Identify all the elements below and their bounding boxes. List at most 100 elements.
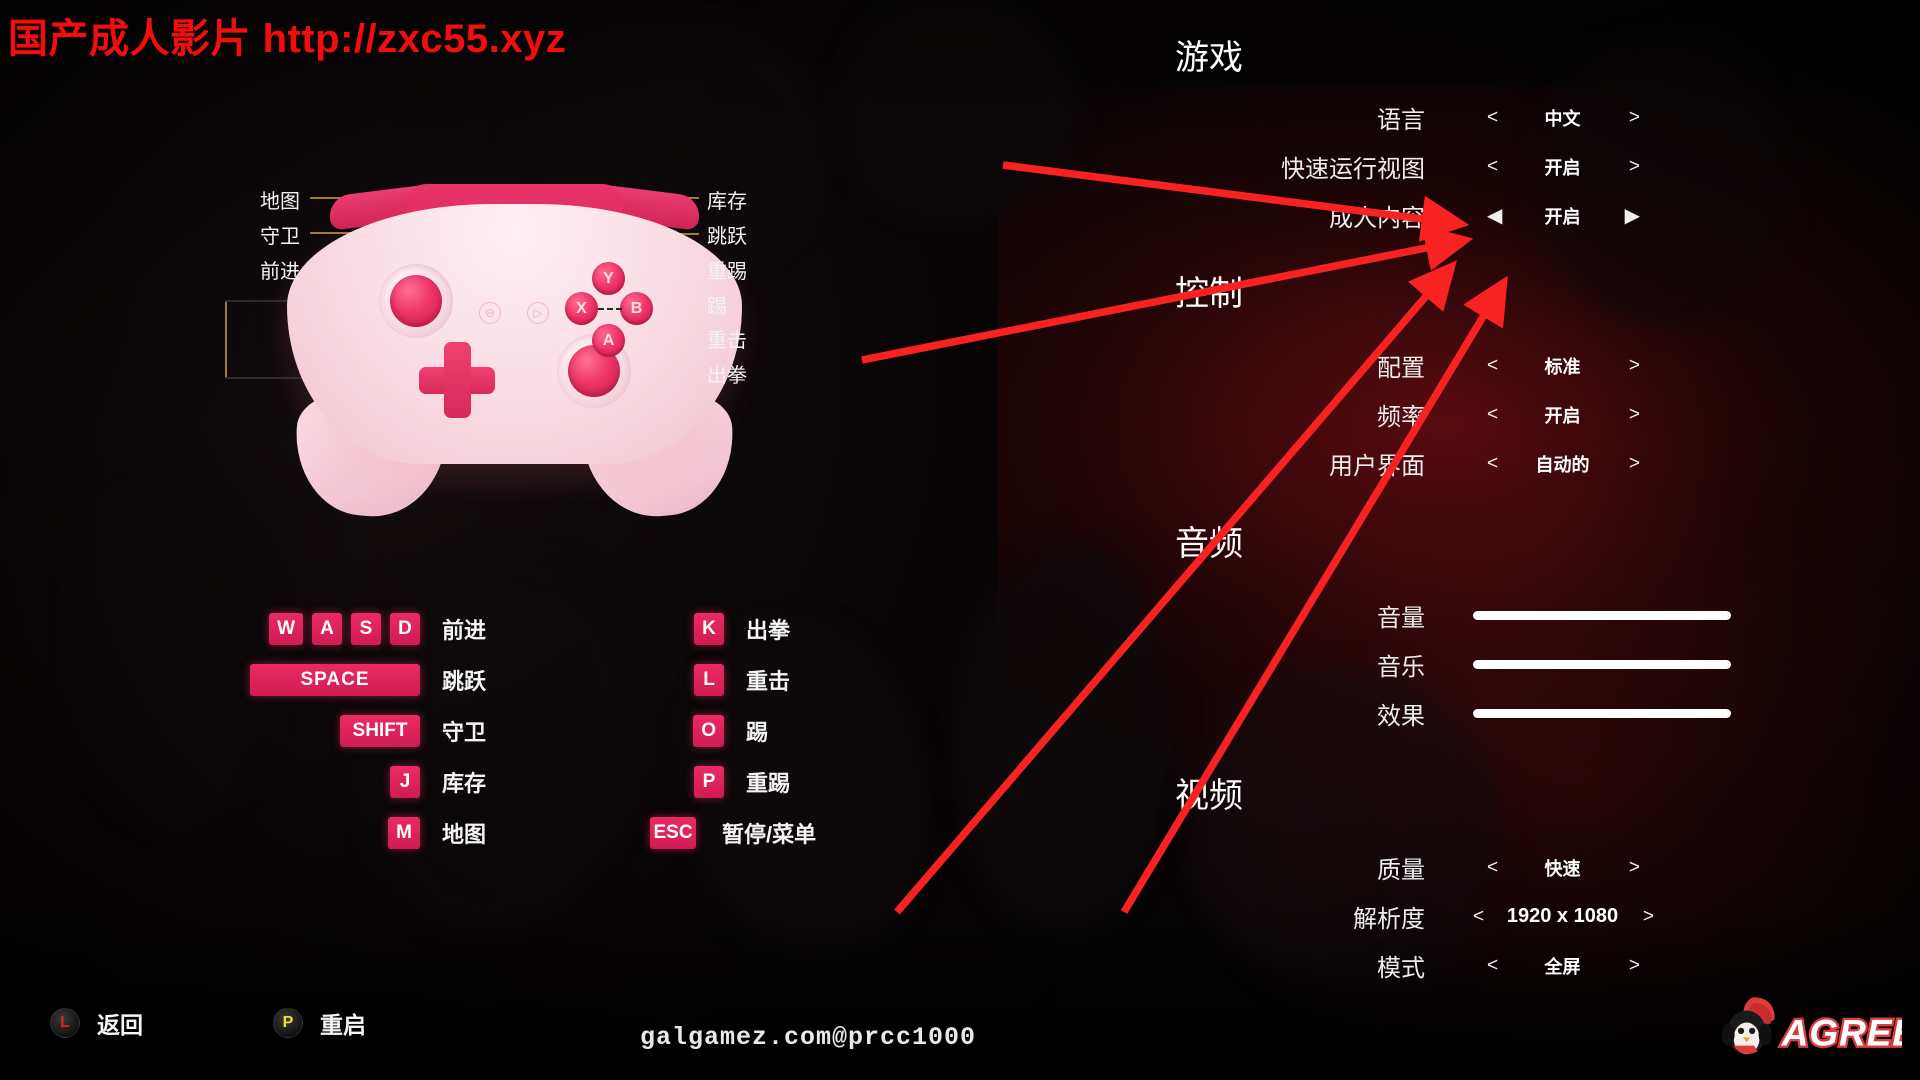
gamepad-button-a: A	[592, 324, 625, 357]
setting-row-adult-content[interactable]: 成人内容 ◀ 开启 ▶	[1150, 191, 1710, 240]
setting-label: 解析度	[1353, 906, 1425, 933]
keycap-m[interactable]: M	[388, 817, 420, 849]
keycap-l[interactable]: L	[694, 664, 724, 696]
slider-volume-track[interactable]	[1473, 611, 1731, 620]
key-group: ESC	[650, 817, 696, 849]
gamepad-button-y: Y	[592, 262, 625, 295]
setting-row-volume[interactable]: 音量	[1150, 591, 1731, 640]
keycap-s[interactable]: S	[351, 613, 381, 645]
controller-label-inventory: 库存	[707, 191, 747, 213]
key-binding-row: L 重击	[678, 659, 938, 701]
setting-stepper: < 全屏 >	[1425, 941, 1700, 990]
stepper-next-arrow[interactable]: >	[1628, 404, 1640, 425]
keycap-shift[interactable]: SHIFT	[340, 715, 420, 747]
setting-row-quality[interactable]: 质量 < 快速 >	[1150, 843, 1710, 892]
setting-slider[interactable]	[1425, 591, 1731, 640]
stepper-prev-arrow[interactable]: <	[1487, 955, 1499, 976]
stepper-next-arrow[interactable]: >	[1628, 107, 1640, 128]
setting-row-mode[interactable]: 模式 < 全屏 >	[1150, 941, 1710, 990]
setting-row-quick-run-view[interactable]: 快速运行视图 < 开启 >	[1150, 142, 1710, 191]
setting-slider[interactable]	[1425, 640, 1731, 689]
setting-label: 效果	[1377, 703, 1425, 730]
controller-label-punch: 出拳	[707, 365, 747, 387]
stepper-next-arrow[interactable]: >	[1628, 955, 1640, 976]
callout-line-forward-spine	[225, 300, 227, 378]
key-action-label: 踢	[746, 720, 769, 745]
setting-row-music[interactable]: 音乐	[1150, 640, 1731, 689]
section-title-game: 游戏	[1175, 39, 1243, 77]
controller-label-map: 地图	[260, 191, 300, 213]
key-group: M	[250, 817, 420, 849]
key-group: J	[250, 766, 420, 798]
slider-music-track[interactable]	[1473, 660, 1731, 669]
callout-line-x-to-b	[598, 308, 622, 310]
stepper-next-arrow[interactable]: >	[1628, 156, 1640, 177]
setting-value: 标准	[1544, 356, 1581, 377]
keycap-p[interactable]: P	[694, 766, 724, 798]
keycap-a[interactable]: A	[312, 613, 342, 645]
key-binding-row: SHIFT 守卫	[250, 710, 495, 752]
keycap-j[interactable]: J	[390, 766, 420, 798]
bottom-hint-bar: L 返回 P 重启	[50, 1006, 366, 1040]
stepper-next-arrow[interactable]: >	[1628, 857, 1640, 878]
key-group: O	[678, 715, 724, 747]
menu-button-icon: ▷	[527, 302, 549, 324]
stepper-prev-arrow[interactable]: <	[1473, 906, 1485, 927]
keyboard-bindings-right-column: K 出拳 L 重击 O 踢 P 重踢 ESC 暂停/菜单	[650, 608, 938, 863]
controller-diagram: ⊖ ▷ Y X B A 地图 守卫 前进 库存 跳跃 重踢 踢 重击 出拳	[215, 160, 805, 522]
setting-stepper: < 1920 x 1080 >	[1425, 892, 1700, 941]
keycap-w[interactable]: W	[269, 613, 303, 645]
hint-restart[interactable]: P 重启	[273, 1006, 366, 1040]
hint-back[interactable]: L 返回	[50, 1006, 143, 1040]
controller-label-kick: 踢	[707, 296, 727, 318]
stepper-prev-arrow[interactable]: ◀	[1487, 204, 1503, 227]
gamepad-button-x: X	[565, 292, 598, 325]
setting-value: 中文	[1544, 108, 1581, 129]
key-action-label: 库存	[442, 771, 487, 796]
keyboard-bindings-left-column: W A S D 前进 SPACE 跳跃 SHIFT 守卫 J 库存 M 地图	[250, 608, 495, 863]
stepper-prev-arrow[interactable]: <	[1487, 107, 1499, 128]
keycap-o[interactable]: O	[693, 715, 724, 747]
stepper-prev-arrow[interactable]: <	[1487, 355, 1499, 376]
stepper-prev-arrow[interactable]: <	[1487, 453, 1499, 474]
penguin-mascot-icon	[1721, 997, 1775, 1055]
setting-label: 音乐	[1377, 654, 1425, 681]
section-title-control: 控制	[1175, 275, 1243, 313]
key-binding-row: W A S D 前进	[250, 608, 495, 650]
gamepad-body	[287, 204, 742, 464]
keycap-esc[interactable]: ESC	[650, 817, 696, 849]
keycap-d[interactable]: D	[390, 613, 420, 645]
setting-row-resolution[interactable]: 解析度 < 1920 x 1080 >	[1150, 892, 1710, 941]
setting-stepper: < 开启 >	[1425, 142, 1700, 191]
top-watermark-text: 国产成人影片 http://zxc55.xyz	[8, 17, 567, 61]
setting-row-effects[interactable]: 效果	[1150, 689, 1731, 738]
stepper-next-arrow[interactable]: >	[1628, 453, 1640, 474]
setting-slider[interactable]	[1425, 689, 1731, 738]
key-action-label: 地图	[442, 822, 487, 847]
setting-row-language[interactable]: 语言 < 中文 >	[1150, 93, 1710, 142]
controller-label-heavy-kick: 重踢	[707, 261, 747, 283]
setting-row-user-interface[interactable]: 用户界面 < 自动的 >	[1150, 439, 1710, 488]
stepper-next-arrow[interactable]: >	[1642, 906, 1654, 927]
setting-label: 音量	[1377, 605, 1425, 632]
keycap-space[interactable]: SPACE	[250, 664, 420, 696]
bottom-watermark-text: galgamez.com@prcc1000	[640, 1023, 977, 1052]
setting-label: 用户界面	[1329, 453, 1425, 480]
key-binding-row: J 库存	[250, 761, 495, 803]
setting-row-config[interactable]: 配置 < 标准 >	[1150, 341, 1710, 390]
setting-value: 快速	[1544, 858, 1581, 879]
setting-stepper: < 快速 >	[1425, 843, 1700, 892]
setting-value: 全屏	[1544, 956, 1581, 977]
gamepad-button-b: B	[620, 292, 653, 325]
stepper-prev-arrow[interactable]: <	[1487, 404, 1499, 425]
stepper-next-arrow[interactable]: >	[1628, 355, 1640, 376]
key-group: SHIFT	[250, 715, 420, 747]
stepper-prev-arrow[interactable]: <	[1487, 857, 1499, 878]
slider-effects-track[interactable]	[1473, 709, 1731, 718]
stepper-prev-arrow[interactable]: <	[1487, 156, 1499, 177]
setting-row-frequency[interactable]: 频率 < 开启 >	[1150, 390, 1710, 439]
keycap-k[interactable]: K	[694, 613, 724, 645]
key-action-label: 暂停/菜单	[722, 822, 817, 847]
section-title-video: 视频	[1175, 777, 1243, 815]
stepper-next-arrow[interactable]: ▶	[1624, 204, 1640, 227]
